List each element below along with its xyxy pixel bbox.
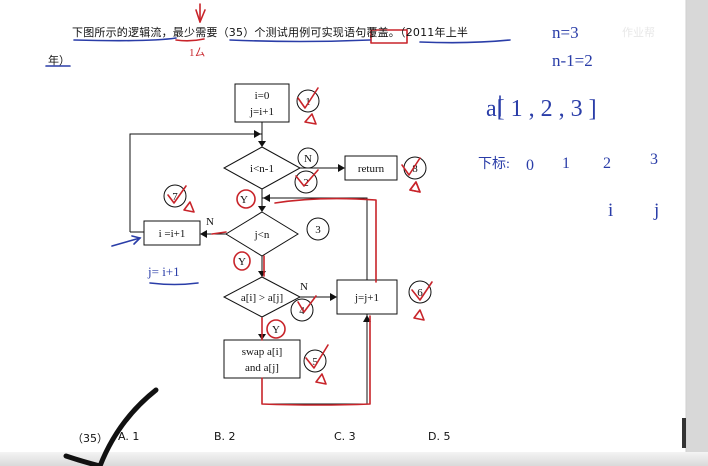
inc-j-box	[336, 279, 398, 315]
return-text: return	[358, 163, 385, 175]
node-5-text: 5	[312, 356, 318, 368]
i-pointer: i	[608, 200, 613, 221]
init-j-text: j=i+1	[249, 106, 274, 118]
red-pen-text: 1ㄙ	[189, 46, 206, 59]
j-note: j= i+1	[147, 264, 180, 279]
min-note: 1ㄙ	[189, 46, 206, 59]
choice-a[interactable]: A. 1	[118, 430, 140, 443]
init-i-text: i=0	[255, 90, 270, 102]
label-y-outer: Y	[240, 194, 248, 206]
blue-pen-text: n=3 n-1=2 a[ 1 , 2 , 3 ] 下标: 0 1 2 3 i j…	[147, 23, 659, 279]
flowchart-labels: i=0 j=i+1 i<n-1 return j<n i =i+1 a[i] >…	[159, 90, 424, 374]
node-circle-1	[296, 89, 320, 113]
watermark: 作业帮	[622, 26, 655, 39]
choice-d[interactable]: D. 5	[428, 430, 451, 443]
swap-text-2: and a[j]	[245, 362, 279, 374]
n-equals-note: n=3	[552, 23, 579, 42]
index-2: 2	[603, 155, 611, 172]
node-circle-n1	[297, 147, 319, 169]
node-4-text: 4	[299, 305, 305, 317]
choice-c[interactable]: C. 3	[334, 430, 356, 443]
right-shadow-band	[686, 0, 708, 466]
index-3: 3	[650, 151, 658, 168]
choice-b[interactable]: B. 2	[214, 430, 236, 443]
inner-condition-text: j<n	[254, 229, 270, 241]
index-0: 0	[526, 157, 534, 174]
node-circle-7	[163, 184, 187, 208]
label-n-inner: N	[206, 216, 214, 228]
black-check-mark	[63, 387, 159, 466]
swap-text-1: swap a[i]	[242, 346, 283, 358]
inc-i-text: i =i+1	[159, 228, 186, 240]
swap-box	[223, 339, 301, 379]
choice-number: （35）	[72, 432, 108, 445]
n-minus-note: n-1=2	[552, 51, 593, 70]
node-circle-5	[303, 349, 327, 373]
node-3-text: 3	[315, 224, 321, 236]
node-8-text: 8	[412, 163, 418, 175]
flowchart	[129, 83, 432, 405]
question-text-line2: 年）	[48, 54, 70, 67]
index-1: 1	[562, 155, 570, 172]
inc-j-text: j=j+1	[354, 292, 379, 304]
label-n-outer: N	[304, 153, 312, 165]
answer-choices: （35） A. 1 B. 2 C. 3 D. 5	[0, 430, 708, 448]
node-circle-2	[294, 170, 318, 194]
return-box	[344, 155, 398, 181]
j-pointer: j	[653, 200, 659, 221]
label-y-inner: Y	[238, 256, 246, 268]
inc-i-box	[143, 220, 201, 246]
question-text-line1: 下图所示的逻辑流，最少需要（35）个测试用例可实现语句覆盖。（2011年上半	[72, 26, 469, 39]
red-pen-marks	[167, 3, 433, 406]
compare-text: a[i] > a[j]	[241, 292, 283, 304]
array-note: a[ 1 , 2 , 3 ]	[486, 96, 597, 122]
label-y-compare: Y	[272, 324, 280, 336]
node-7-text: 7	[172, 191, 178, 203]
node-circle-4	[290, 298, 314, 322]
blue-pen-marks	[45, 37, 511, 286]
init-box	[234, 83, 290, 123]
label-n-compare: N	[300, 281, 308, 293]
node-circle-3	[306, 217, 330, 241]
node-circle-6	[408, 280, 432, 304]
index-label: 下标:	[478, 156, 510, 172]
bottom-shadow-band	[0, 452, 708, 466]
outer-condition-text: i<n-1	[250, 163, 274, 175]
node-6-text: 6	[417, 287, 423, 299]
